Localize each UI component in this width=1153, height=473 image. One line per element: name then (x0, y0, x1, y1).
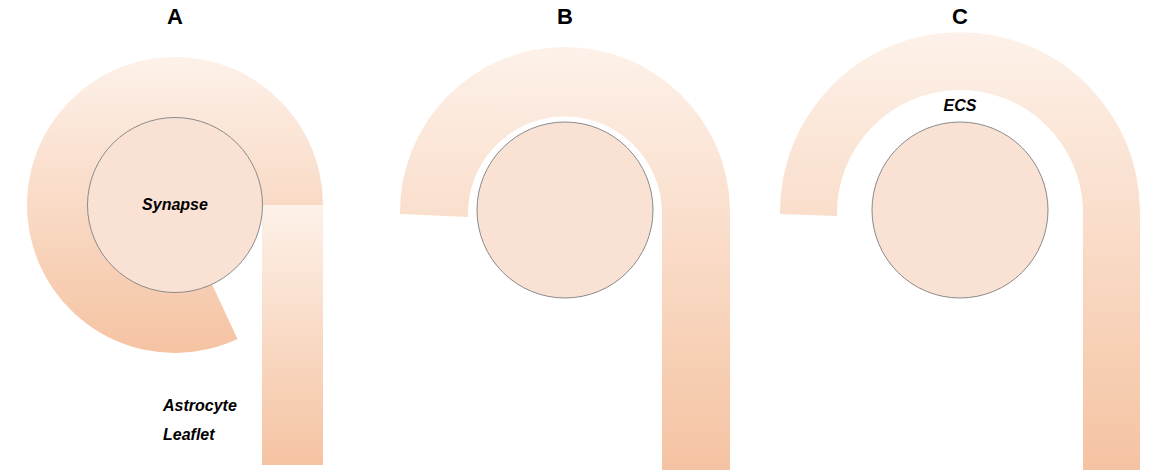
synapse-circle (477, 122, 653, 298)
synapse-circle (872, 122, 1048, 298)
node-text: Synapse (142, 196, 208, 214)
structure-label: Astrocyte Leaflet (163, 392, 263, 450)
synapse-node: Synapse (87, 117, 263, 293)
astrocyte-leaflet-a (27, 57, 323, 465)
panel-letter: A (155, 4, 195, 30)
panel-letter: C (940, 4, 980, 30)
region-label: ECS (920, 92, 1000, 121)
astrocyte-leaflet-c (780, 32, 1140, 470)
panel-letter: B (545, 4, 585, 30)
astrocyte-leaflet-b (400, 47, 730, 470)
synapse-circle (88, 118, 263, 293)
